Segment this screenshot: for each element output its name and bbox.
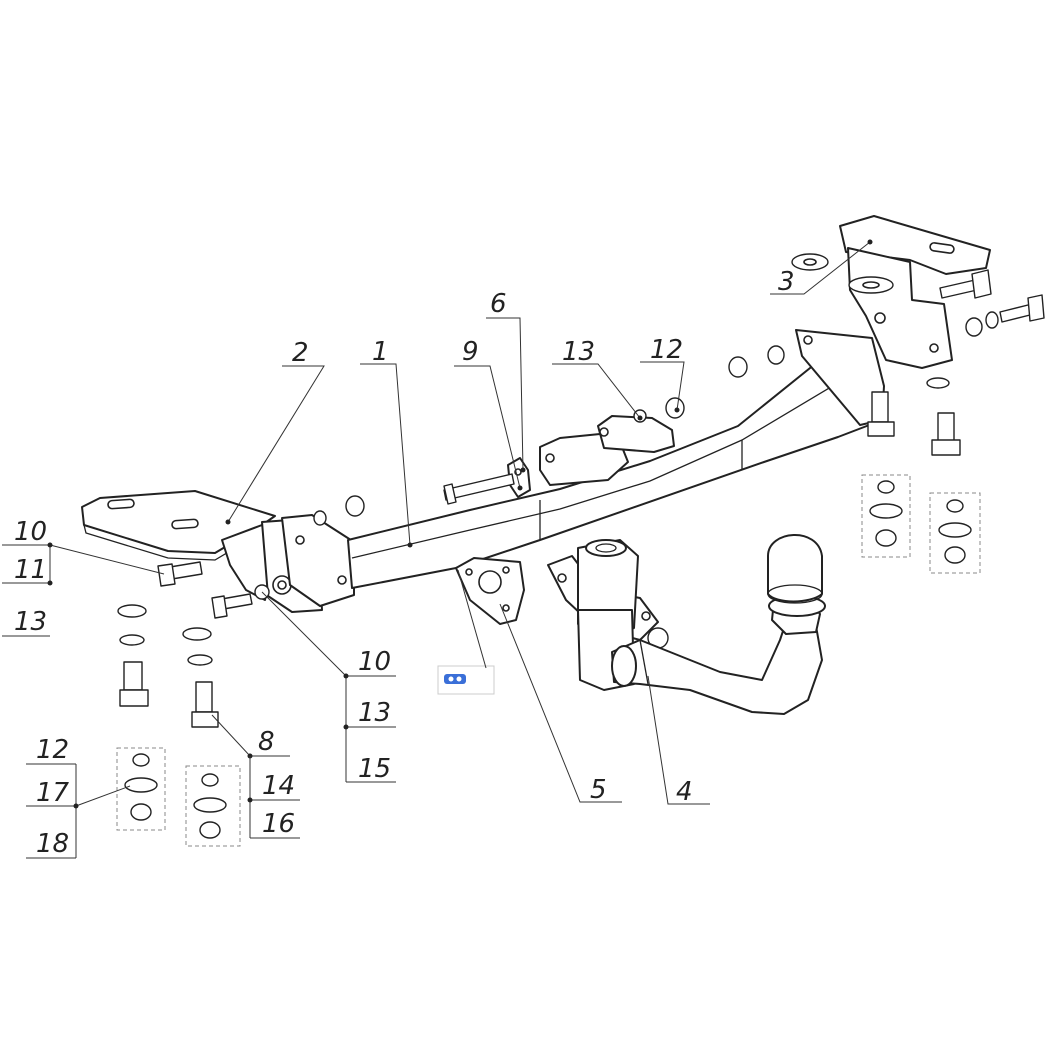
right-hardware-box-a [861, 474, 911, 558]
label-12-bottom-left: 12 [36, 735, 69, 765]
label-13-left: 13 [14, 607, 47, 637]
left-hardware-box-a [116, 747, 166, 831]
tow-ball-mount [547, 534, 826, 715]
main-cross-beam [281, 329, 885, 607]
label-13-top: 13 [562, 337, 595, 367]
label-18-bottom-left: 18 [36, 829, 69, 859]
label-6: 6 [490, 289, 507, 319]
label-9: 9 [462, 337, 479, 367]
label-10-left: 10 [14, 517, 47, 547]
label-4: 4 [676, 777, 693, 807]
label-13-mid: 13 [358, 698, 391, 728]
right-hardware-box-b [929, 492, 981, 574]
socket-plate [455, 557, 525, 625]
wiring-tag-icon [437, 665, 495, 695]
label-3: 3 [778, 267, 795, 297]
left-bolt-set [117, 561, 253, 728]
label-1: 1 [372, 337, 389, 367]
label-16-bottom-mid: 16 [262, 809, 295, 839]
label-8: 8 [258, 727, 275, 757]
label-12-top: 12 [650, 335, 683, 365]
label-15-mid: 15 [358, 754, 391, 784]
right-bolt-set [728, 269, 1045, 456]
left-hardware-box-b [185, 765, 241, 847]
label-10-mid: 10 [358, 647, 391, 677]
label-14-bottom-mid: 14 [262, 771, 295, 801]
callout-labels: 1 2 3 4 5 6 8 9 12 13 10 11 13 10 13 15 … [14, 267, 795, 859]
label-11-left: 11 [14, 555, 47, 585]
leader-lines [2, 239, 873, 859]
label-5: 5 [590, 775, 607, 805]
right-mounting-bracket [791, 215, 991, 369]
label-17-bottom-left: 17 [36, 778, 70, 808]
label-2: 2 [292, 338, 309, 368]
